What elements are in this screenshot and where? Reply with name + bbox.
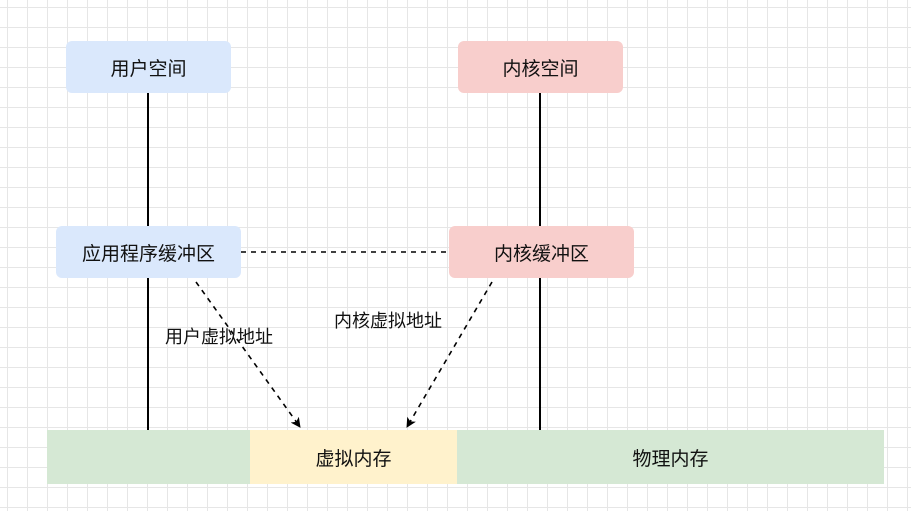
app-buffer-node: 应用程序缓冲区 — [56, 226, 241, 278]
kernel-virtual-address-arrow — [406, 281, 493, 428]
virtual-memory-block: 虚拟内存 — [250, 430, 457, 484]
user-virtual-address-arrow — [195, 281, 301, 428]
user-virtual-address-label: 用户虚拟地址 — [165, 327, 273, 348]
user-memory-block — [47, 430, 250, 484]
physical-memory-block: 物理内存 — [457, 430, 884, 484]
kernel-space-node: 内核空间 — [458, 41, 623, 93]
user-space-node: 用户空间 — [66, 41, 231, 93]
kernel-virtual-address-label: 内核虚拟地址 — [334, 311, 442, 332]
kernel-buffer-node: 内核缓冲区 — [449, 226, 634, 278]
